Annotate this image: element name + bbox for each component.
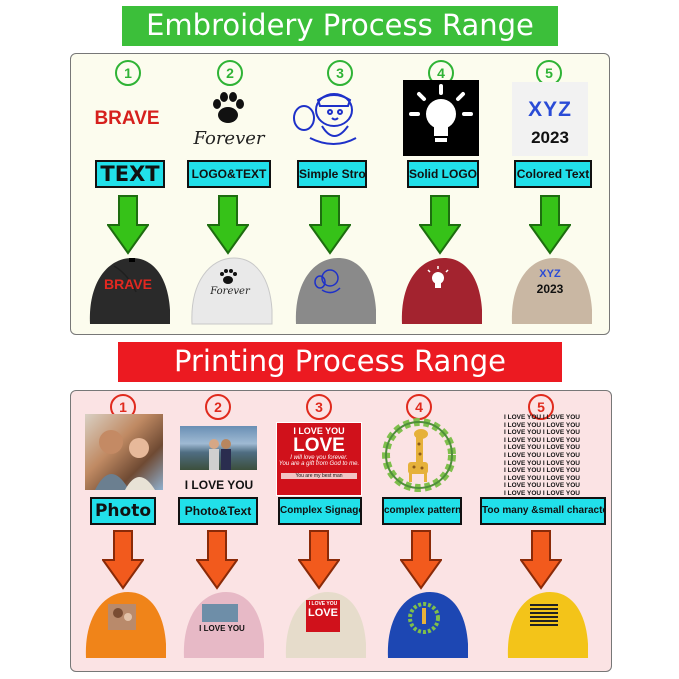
giraffe-wreath-art: [376, 412, 462, 498]
embroidery-title: Embroidery Process Range: [146, 8, 534, 42]
signage-line-2: LOVE: [293, 435, 345, 456]
cap-beige-signage: I LOVE YOU LOVE: [280, 586, 370, 666]
paw-logo-art: [208, 88, 248, 128]
small-text-line: I LOVE YOU I LOVE YOU: [504, 482, 580, 490]
cap-white-paw: Forever: [186, 252, 276, 332]
giraffe-wreath-icon: [382, 418, 456, 492]
printing-title: Printing Process Range: [174, 344, 506, 378]
cap-icon: [191, 257, 273, 325]
printing-arrow-1: [102, 530, 144, 590]
embroidery-step-1-number: 1: [115, 60, 141, 86]
cap-icon: [295, 258, 376, 324]
brave-text-art: BRAVE: [94, 108, 160, 129]
printing-arrow-3: [298, 530, 340, 590]
cap-icon: [183, 592, 264, 658]
photo-text-caption: I LOVE YOU: [184, 478, 254, 492]
cap-icon: [507, 592, 588, 658]
cap-orange-photo: [80, 586, 170, 666]
couple-photo: [180, 426, 257, 470]
embroidery-label-colored-text: Colored Text: [514, 160, 592, 188]
cap-signage-line-1: I LOVE YOU: [308, 601, 338, 607]
printing-label-complex-pattern: complex pattern: [382, 497, 462, 525]
embroidery-title-banner: Embroidery Process Range: [122, 6, 558, 46]
complex-signage-art: I LOVE YOU LOVE I will love you forever.…: [276, 422, 362, 496]
cap-icon: [89, 258, 170, 324]
cartoon-stroke-art: [290, 88, 364, 150]
people-photo-icon: [95, 430, 155, 490]
cap-xyz-text: XYZ: [539, 268, 561, 280]
embroidery-step-3-number: 3: [327, 60, 353, 86]
embroidery-arrow-4: [419, 195, 461, 255]
paw-icon: [213, 92, 244, 123]
xyz-2023-art: XYZ 2023: [512, 82, 588, 156]
small-text-line: I LOVE YOU I LOVE YOU: [504, 414, 580, 421]
printing-label-complex-signage: Complex Signage: [278, 497, 362, 525]
embroidery-arrow-1: [107, 195, 149, 255]
couple-photo-icon: [209, 439, 231, 470]
signage-line-1: I LOVE YOU: [293, 426, 345, 436]
small-text-line: I LOVE YOU I LOVE YOU: [504, 467, 580, 475]
small-text-line: I LOVE YOU I LOVE YOU: [504, 474, 580, 482]
cap-red-bulb: [396, 252, 486, 332]
small-text-line: I LOVE YOU I LOVE YOU: [504, 436, 580, 444]
printing-step-2-number: 2: [205, 394, 231, 420]
cap-khaki-xyz: XYZ 2023: [506, 252, 596, 332]
printing-arrow-4: [400, 530, 442, 590]
cap-icon: [511, 258, 592, 324]
cap-black-brave: BRAVE: [84, 252, 174, 332]
cap-icon: [85, 592, 166, 658]
cap-year-text: 2023: [536, 282, 564, 296]
cap-icon: [285, 592, 366, 658]
cap-love-text: I LOVE YOU: [199, 624, 245, 633]
cartoon-character-icon: [293, 93, 357, 145]
embroidery-label-text: TEXT: [95, 160, 165, 188]
signage-line-3: I will love you forever.: [290, 455, 348, 461]
printing-label-small-characters: Too many &small characters: [480, 497, 606, 525]
printing-step-5-number: 5: [528, 394, 554, 420]
small-text-line: I LOVE YOU I LOVE YOU: [504, 444, 580, 452]
printing-arrow-5: [520, 530, 562, 590]
cap-icon: [387, 592, 468, 658]
small-text-line: I LOVE YOU I LOVE YOU: [504, 489, 580, 497]
cap-signage-line-2: LOVE: [308, 607, 338, 619]
lightbulb-logo-art: [403, 80, 479, 156]
embroidery-arrow-5: [529, 195, 571, 255]
small-text-line: I LOVE YOU I LOVE YOU: [504, 451, 580, 459]
forever-script-text: Forever: [193, 128, 265, 149]
embroidery-step-2-number: 2: [217, 60, 243, 86]
embroidery-label-solid-logo: Solid LOGO: [407, 160, 479, 188]
cap-brave-text: BRAVE: [104, 276, 152, 292]
printing-label-photo-text: Photo&Text: [178, 497, 258, 525]
cap-grey-strokes: [290, 252, 380, 332]
cap-yellow-characters: [502, 586, 592, 666]
small-text-line: I LOVE YOU I LOVE YOU: [504, 429, 580, 437]
embroidery-arrow-2: [207, 195, 249, 255]
embroidery-arrow-3: [309, 195, 351, 255]
small-text-line: I LOVE YOU I LOVE YOU: [504, 459, 580, 467]
printing-title-banner: Printing Process Range: [118, 342, 562, 382]
cap-pink-photo-text: I LOVE YOU: [178, 586, 268, 666]
printing-label-photo: Photo: [90, 497, 156, 525]
small-characters-art: I LOVE YOU I LOVE YOU I LOVE YOU I LOVE …: [500, 414, 584, 498]
xyz-text: XYZ: [528, 98, 572, 121]
year-text: 2023: [531, 128, 569, 147]
printing-arrow-2: [196, 530, 238, 590]
family-photo: [85, 414, 163, 490]
printing-step-3-number: 3: [306, 394, 332, 420]
signage-line-5: You are my best man: [281, 473, 357, 479]
small-text-line: I LOVE YOU I LOVE YOU: [504, 421, 580, 429]
cap-forever-text: Forever: [210, 286, 250, 297]
embroidery-label-logo-text: LOGO&TEXT: [187, 160, 271, 188]
cap-icon: [401, 258, 482, 324]
signage-line-4: You are a gift from God to me.: [278, 461, 360, 467]
cap-blue-pattern: [382, 586, 472, 666]
embroidery-label-simple-strokes: Simple Strokes: [297, 160, 367, 188]
lightbulb-icon: [409, 84, 473, 142]
